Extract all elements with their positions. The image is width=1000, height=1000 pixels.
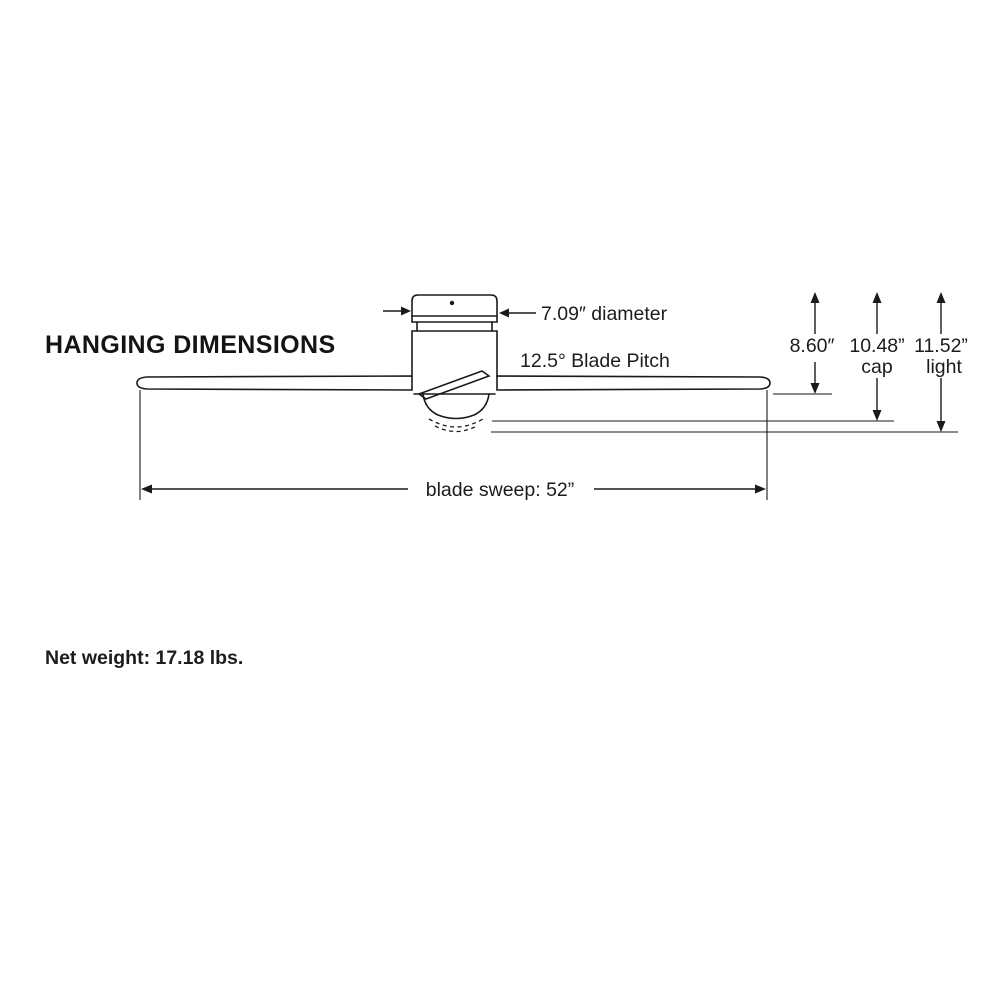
ceiling-fan-illustration [136,294,771,433]
diameter-label: 7.09″ diameter [541,303,668,325]
diameter-arrow-right-icon [499,308,536,318]
blade-sweep-label: blade sweep: 52” [426,479,575,501]
fan-blade-left [136,375,413,391]
dim1-value: 8.60″ [790,335,835,357]
dimension-ceiling-to-light: 11.52” light [914,292,968,432]
dimension-ceiling-to-cap: 10.48” cap [849,292,905,421]
fan-motor-housing [411,330,498,378]
canopy-screw-dot [449,300,455,306]
dim2-value: 10.48” [849,335,904,357]
diameter-callout: 7.09″ diameter [383,303,668,325]
diagram-title: HANGING DIMENSIONS [45,331,336,359]
dim3-label: light [926,356,962,378]
blade-pitch-label: 12.5° Blade Pitch [520,350,670,372]
dimension-ceiling-to-blade: 8.60″ [790,292,835,394]
diameter-arrow-left-icon [383,306,411,316]
dim3-value: 11.52” [914,335,968,357]
blade-sweep-dimension: blade sweep: 52” [139,390,768,501]
fan-blade-right [496,375,771,391]
fan-canopy [411,294,498,323]
fan-lower-cap [413,393,496,420]
dim2-label: cap [861,356,893,378]
extension-lines [491,393,958,433]
net-weight-label: Net weight: 17.18 lbs. [45,647,243,669]
fan-neck [411,321,498,332]
fan-light-kit-dashed [428,418,484,433]
